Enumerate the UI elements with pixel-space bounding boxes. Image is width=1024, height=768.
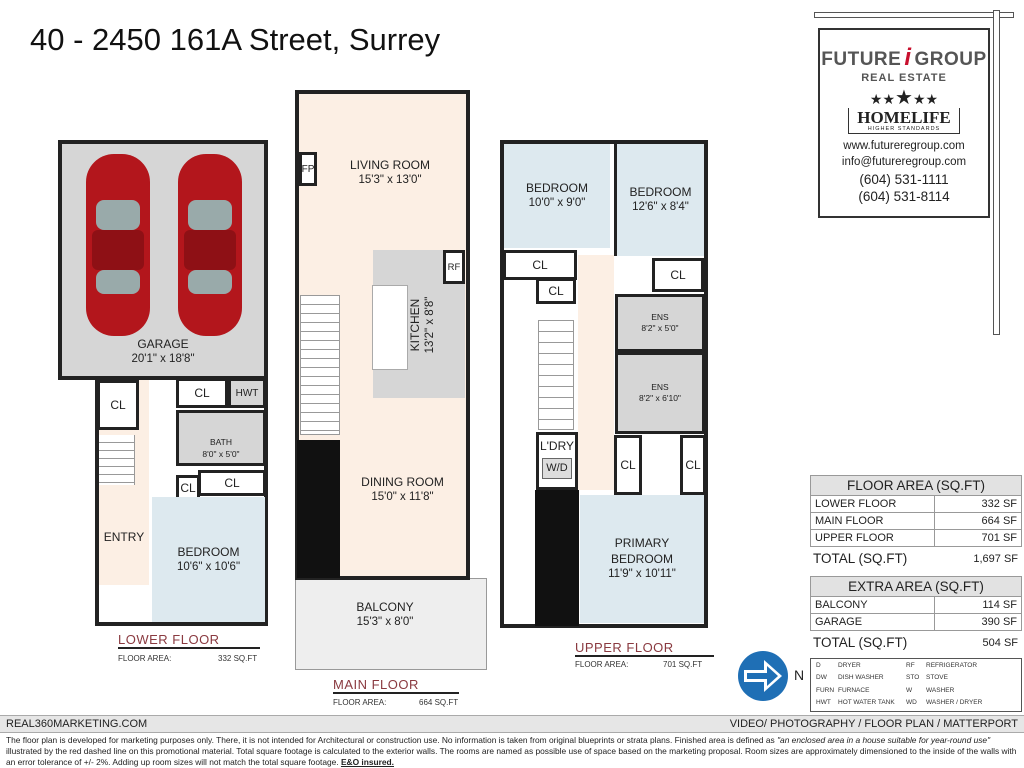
bedroom-lower: BEDROOM 10'6" x 10'6" [152,497,265,622]
closet: CL [614,435,642,495]
closet: CL [652,258,704,292]
bedroom-2: BEDROOM 12'6" x 8'4" [614,144,704,256]
kitchen-island [372,285,408,370]
disclaimer: The floor plan is developed for marketin… [6,735,1017,767]
closet: CL [97,380,139,430]
phone: (604) 531-8114 [858,189,950,204]
stairs [99,435,135,485]
lower-floor-area: FLOOR AREA:332 SQ.FT [118,654,258,663]
sign-post [993,10,1000,335]
balcony-outline [295,578,487,670]
living-room: LIVING ROOM 15'3" x 13'0" [349,157,430,186]
upper-floor-area: FLOOR AREA:701 SQ.FT [575,660,703,669]
car-icon [86,154,150,336]
closet: CL [198,470,266,496]
total-row: TOTAL (SQ.FT)504 SF [813,635,1018,650]
balcony: BALCONY 15'3" x 8'0" [356,600,414,629]
closet: CL [680,435,706,495]
compass-north-label: N [794,667,805,683]
email: info@futureregroup.com [841,156,967,168]
kitchen: KITCHEN 13'2" x 8'8" [408,296,437,354]
sign-post [814,12,1014,18]
phone: (604) 531-1111 [859,172,949,187]
fireplace: FP [299,152,317,186]
hallway [578,255,614,490]
footer-bar: REAL360MARKETING.COM VIDEO/ PHOTOGRAPHY … [0,715,1024,733]
ensuite-2: ENS 8'2" x 6'10" [615,352,705,434]
lower-floor-label: LOWER FLOOR [118,632,260,649]
refrigerator: RF [443,250,465,284]
main-floor-area: FLOOR AREA:664 SQ.FT [333,698,459,707]
hwt: HWT [228,378,266,408]
wall [535,490,579,626]
footer-website: REAL360MARKETING.COM [6,718,148,730]
closet: CL [536,278,576,304]
upper-floor-label: UPPER FLOOR [575,640,714,657]
car-icon [178,154,242,336]
main-floor-label: MAIN FLOOR [333,677,459,694]
compass-arrow-icon [738,651,788,701]
footer-services: VIDEO/ PHOTOGRAPHY / FLOOR PLAN / MATTER… [729,718,1018,730]
closet: CL [176,475,200,501]
dining-room: DINING ROOM 15'0" x 11'8" [361,475,444,504]
bath: BATH 8'0" x 5'0" [176,410,266,466]
primary-bedroom: PRIMARY BEDROOM 11'9" x 10'11" [580,495,704,623]
bedroom-1: BEDROOM 10'0" x 9'0" [504,144,610,248]
brokerage-sub: REAL ESTATE [861,72,947,84]
ensuite-1: ENS 8'2" x 5'0" [615,294,705,352]
total-row: TOTAL (SQ.FT)1,697 SF [813,551,1018,566]
stairs [300,295,340,435]
stairs [538,320,574,430]
washer-dryer: W/D [542,458,572,480]
stars-icon: ★★★★★ [869,87,939,109]
laundry: L'DRY W/D [536,432,578,490]
wall [297,440,340,578]
closet: CL [176,378,228,408]
website: www.futureregroup.com [843,140,965,152]
homelife-logo: HOMELIFE HIGHER STANDARDS [848,108,960,134]
page-title: 40 - 2450 161A Street, Surrey [30,22,441,57]
closet: CL [503,250,577,280]
